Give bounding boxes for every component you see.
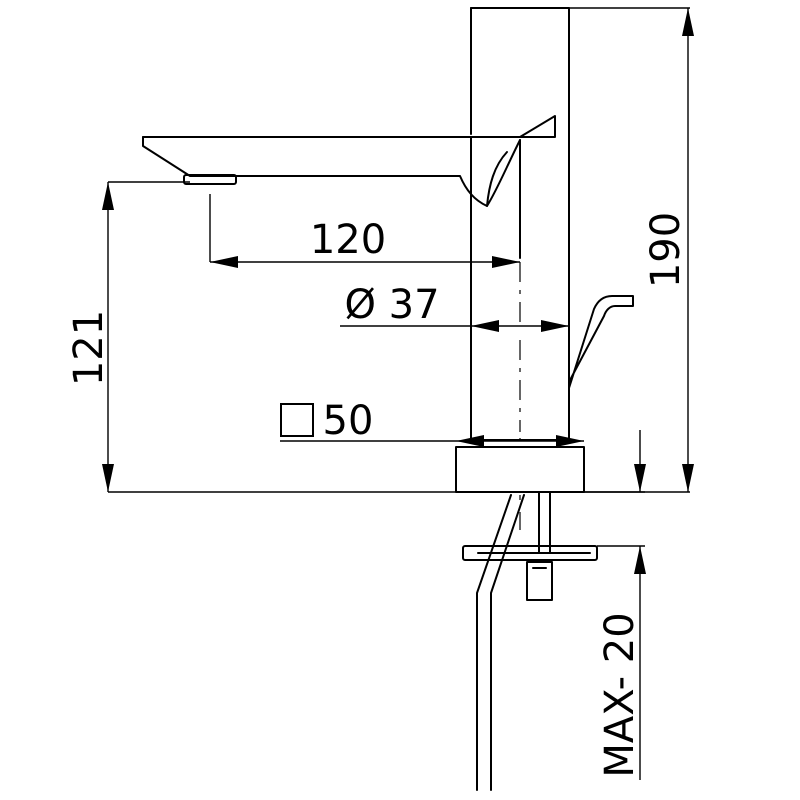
- arrow-190-bottom: [682, 464, 694, 492]
- mounting-nut: [526, 561, 553, 601]
- arrow-121-bottom: [102, 464, 114, 492]
- arrow-190-top: [682, 8, 694, 36]
- handle-lever: [568, 295, 634, 389]
- arrow-37-right: [541, 320, 569, 332]
- dim-label-50: 50: [323, 398, 374, 444]
- dim-label-190: 190: [643, 212, 689, 288]
- arrow-37-left: [471, 320, 499, 332]
- arrow-121-top: [102, 182, 114, 210]
- arrow-120-right: [492, 256, 520, 268]
- arrow-50-right: [556, 435, 584, 447]
- aerator: [183, 174, 237, 185]
- arrow-50-left: [456, 435, 484, 447]
- faucet-base: [455, 446, 585, 493]
- faucet-outline: [142, 7, 634, 791]
- faucet-spout-underside: [142, 136, 521, 207]
- arrow-max20-bottom: [634, 546, 646, 574]
- dim-label-max-20: MAX- 20: [597, 612, 643, 777]
- faucet-spout: [142, 115, 556, 138]
- dim-label-120: 120: [310, 217, 386, 263]
- arrow-max20-top: [634, 464, 646, 492]
- dim-label-121: 121: [66, 310, 112, 386]
- arrow-120-left: [210, 256, 238, 268]
- faucet-spout-curve: [486, 151, 508, 207]
- dimension-arrows: [102, 8, 694, 574]
- mounting-washer: [462, 545, 598, 561]
- supply-hose: [476, 494, 512, 791]
- dim-label-diameter-37: Ø 37: [344, 282, 439, 328]
- supply-hose-second: [490, 494, 525, 791]
- square-symbol-icon: [280, 403, 314, 437]
